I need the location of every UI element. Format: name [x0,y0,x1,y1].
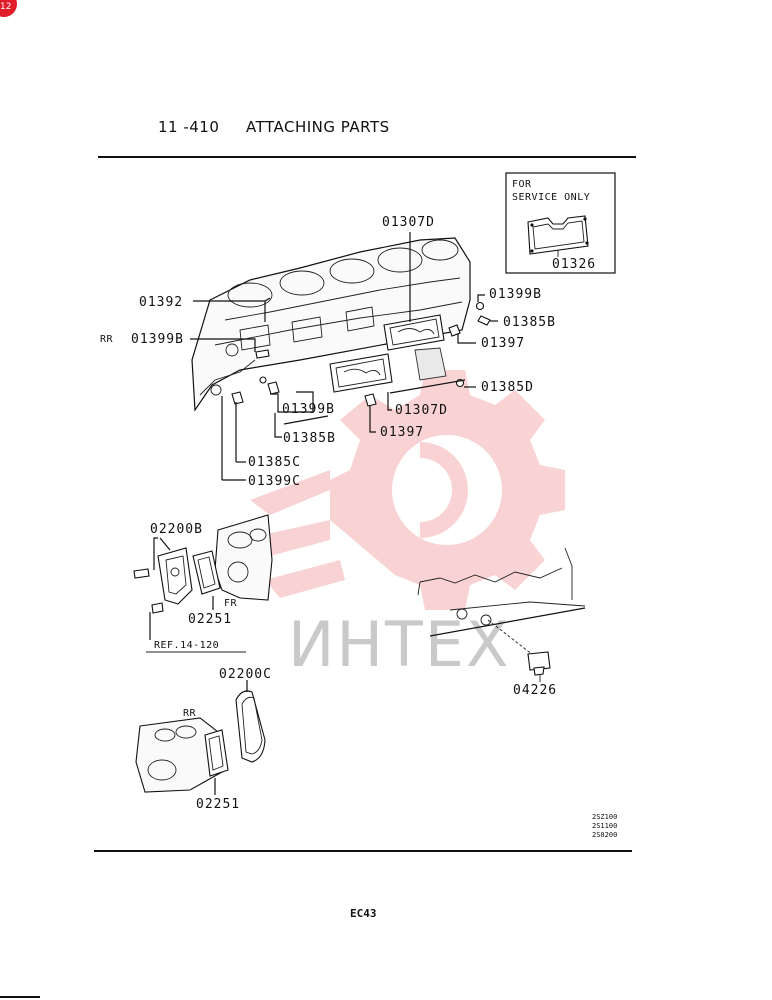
label-02251-top: 02251 [188,612,232,627]
engine-block-drawing [191,237,471,412]
sensor-side-drawing [417,547,586,682]
label-01385C: 01385C [248,455,301,470]
label-02251-bottom: 02251 [196,797,240,812]
page-number: EC43 [350,907,377,920]
label-01385B-right: 01385B [503,315,556,330]
label-ref-14-120: REF.14-120 [154,640,219,651]
inset-line1: FOR [512,179,532,190]
cover-01307D-top [383,314,445,351]
watermark-logo [240,370,565,610]
label-01385D: 01385D [481,380,534,395]
service-only-inset: FOR SERVICE ONLY 01326 [505,172,616,274]
front-cover-drawing [133,514,273,614]
label-02200B: 02200B [150,522,203,537]
model-code-1: 2SZ100 [592,813,617,821]
model-code-3: 2S0200 [592,831,617,839]
corner-badge: 12 [0,0,17,17]
leader-lines-front [146,537,246,653]
label-01392: 01392 [139,295,183,310]
leader-lines-rear [214,680,248,795]
label-01307D-mid: 01307D [395,403,448,418]
label-01397-right: 01397 [481,336,525,351]
label-01399B-mid: 01399B [282,402,335,417]
label-rr-bottom: RR [183,708,197,719]
label-01399C: 01399C [248,474,301,489]
cover-01307D-mid [329,353,393,393]
section-title: ATTACHING PARTS [246,118,390,136]
label-04226: 04226 [513,683,557,698]
label-01307D-top: 01307D [382,215,435,230]
inset-line2: SERVICE ONLY [512,192,590,203]
label-02200C: 02200C [219,667,272,682]
model-code-2: 2S1100 [592,822,617,830]
label-01397-mid: 01397 [380,425,424,440]
plugs-and-bolts [231,301,491,407]
side-cover-part [414,347,447,381]
inset-part-01326: 01326 [552,257,596,272]
label-rr-top: RR [100,334,114,345]
label-01385B-mid: 01385B [283,431,336,446]
label-fr: FR [224,598,238,609]
leader-lines-top [190,232,498,481]
corner-badge-text: 12 [0,2,11,12]
section-code: 11 -410 [158,118,219,136]
rear-cover-drawing [135,690,266,793]
watermark-text: ИНТЕХ [288,608,511,681]
label-01399B-left: 01399B [131,332,184,347]
label-01399B-right: 01399B [489,287,542,302]
